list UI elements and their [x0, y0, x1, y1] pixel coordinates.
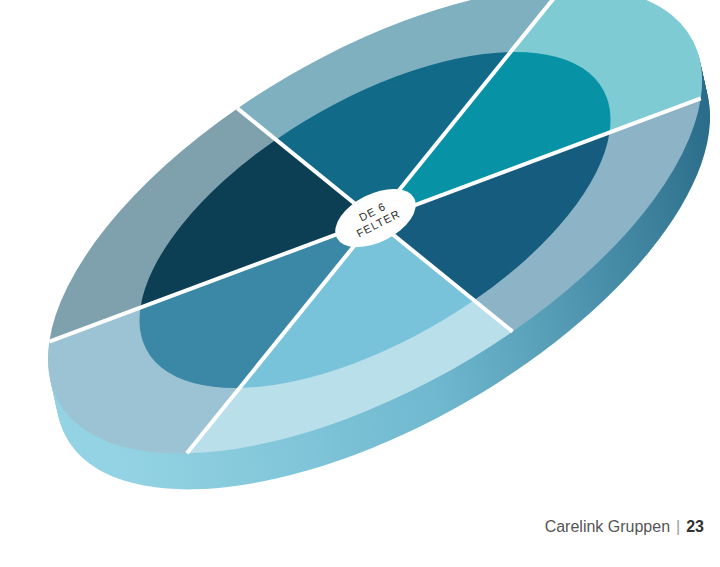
inner-field — [87, 0, 663, 456]
oval-fill — [325, 177, 424, 259]
segment-dividers — [0, 0, 720, 535]
center-oval: DE 6 FELTER — [325, 177, 424, 259]
disc-top — [0, 0, 720, 548]
page-number: 23 — [686, 518, 704, 535]
disc-side-layer — [0, 0, 720, 554]
footer-text: Carelink Gruppen — [545, 518, 670, 535]
field-segment — [336, 21, 623, 256]
footer-separator: | — [676, 518, 680, 535]
divider-line — [49, 0, 701, 441]
outer-ring — [0, 0, 720, 548]
divider-line — [79, 0, 671, 453]
disc-side-layer — [0, 0, 720, 551]
page-footer: Carelink Gruppen | 23 — [545, 518, 704, 536]
